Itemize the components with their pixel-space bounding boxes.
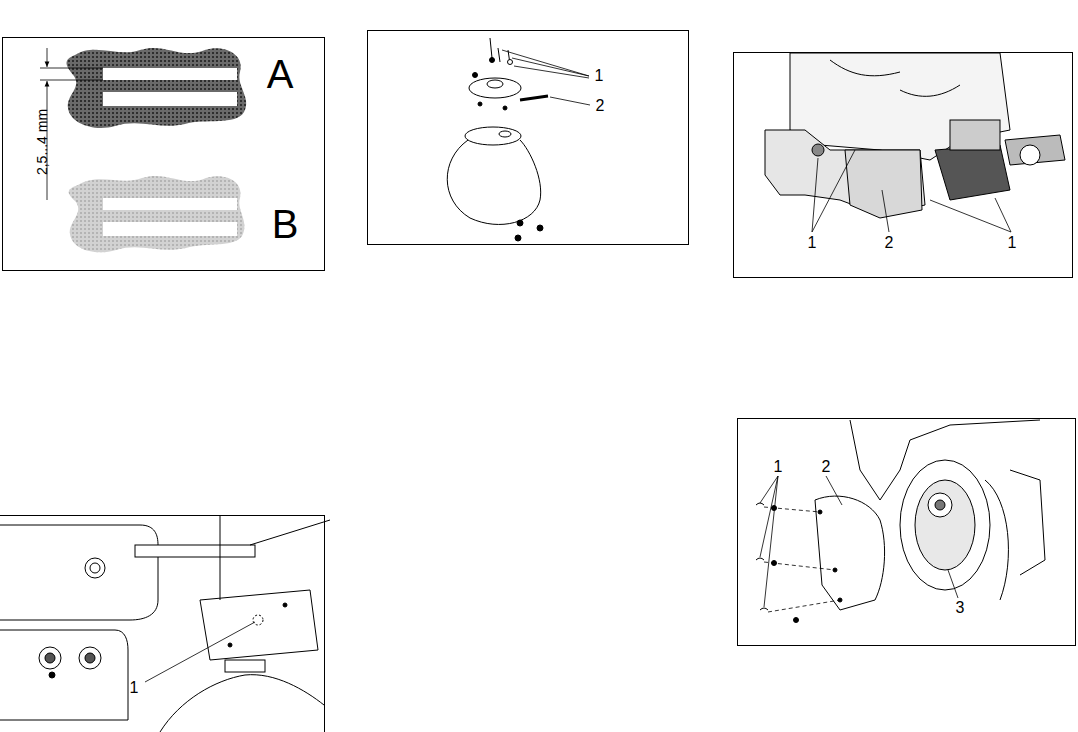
callout-number: 1	[774, 459, 783, 475]
zone-letter: A	[267, 54, 294, 94]
dimension-label: 2,5...4 mm	[35, 109, 49, 175]
callout-number: 2	[885, 235, 894, 251]
callout-number: 2	[596, 98, 605, 114]
callout-number: 1	[130, 680, 139, 696]
callout-number: 1	[808, 235, 817, 251]
callout-number: 1	[1008, 235, 1017, 251]
zone-letter: B	[272, 204, 299, 244]
callout-number: 1	[595, 68, 604, 84]
patch-figure	[3, 38, 325, 271]
housing-figure	[734, 53, 1073, 278]
callout-number: 3	[956, 600, 965, 616]
frame-figure	[0, 515, 330, 732]
cover-figure	[738, 419, 1076, 646]
callout-number: 2	[822, 459, 831, 475]
disc-figure	[368, 31, 689, 245]
